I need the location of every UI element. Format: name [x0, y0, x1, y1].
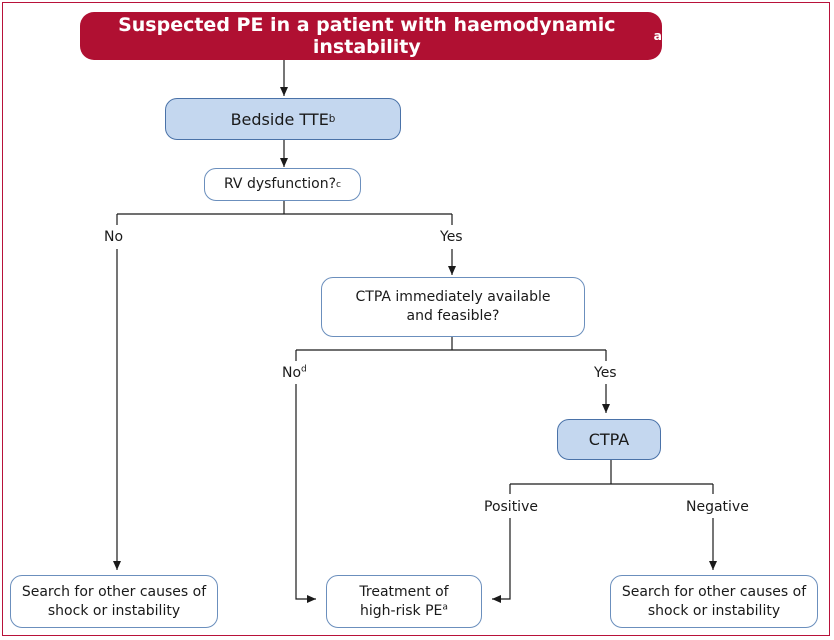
rv-dysfunction-text: RV dysfunction?: [223, 176, 337, 192]
search-left-box: Search for other causes of shock or inst…: [10, 575, 218, 628]
branch-yes-label: Yes: [440, 229, 463, 245]
ctpa-box: CTPA: [557, 419, 661, 460]
branch-yes-2-label: Yes: [594, 365, 617, 381]
arrow-nod-to-treatment: [295, 384, 316, 603]
branch-no-d-text: No: [282, 365, 302, 381]
branch-no-d-label: Nod: [282, 365, 307, 381]
ctpa-question-line1: CTPA immediately available: [355, 289, 551, 305]
ctpa-question-box: CTPA immediately available and feasible?: [321, 277, 585, 337]
search-left-line1: Search for other causes of: [21, 583, 207, 600]
rv-dysfunction-box: RV dysfunction?c: [204, 168, 361, 201]
treatment-line1: Treatment of: [359, 583, 449, 600]
treatment-sup: a: [442, 601, 448, 612]
arrow-positive-to-treatment: [492, 518, 511, 603]
treatment-line2: high-risk PE: [360, 602, 443, 619]
branch-no-label: No: [104, 229, 124, 245]
search-right-box: Search for other causes of shock or inst…: [610, 575, 818, 628]
branch-positive-label: Positive: [484, 499, 538, 515]
bedside-tte-text: Bedside TTE: [230, 109, 329, 129]
branch-no-d-sup: d: [301, 364, 307, 375]
search-right-line2: shock or instability: [647, 602, 781, 619]
ctpa-text: CTPA: [588, 430, 630, 449]
search-right-line1: Search for other causes of: [621, 583, 807, 600]
search-left-line2: shock or instability: [47, 602, 181, 619]
treatment-line2-wrap: high-risk PEa: [360, 602, 448, 621]
title-box: Suspected PE in a patient with haemodyna…: [80, 12, 662, 60]
ctpa-question-line2: and feasible?: [406, 308, 500, 324]
branch-negative-label: Negative: [686, 499, 749, 515]
title-text: Suspected PE in a patient with haemodyna…: [118, 14, 616, 58]
treatment-box: Treatment of high-risk PEa: [326, 575, 482, 628]
